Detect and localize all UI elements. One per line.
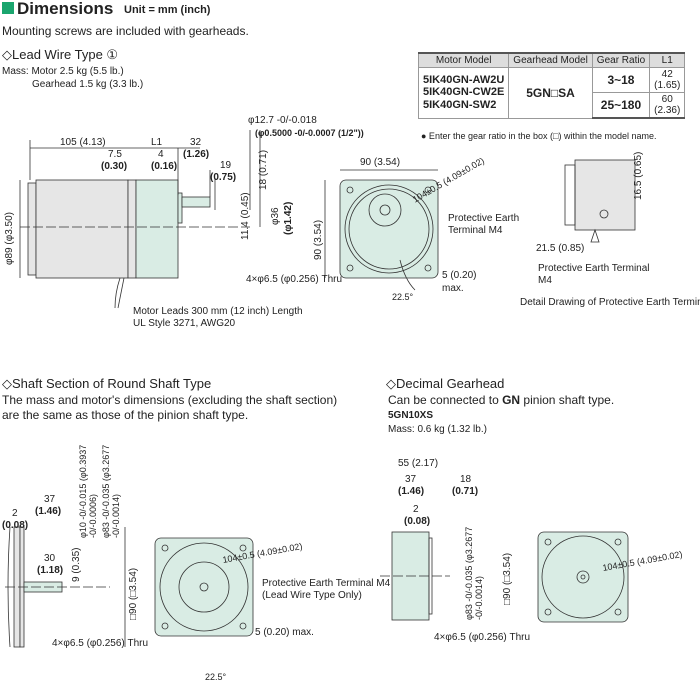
angle-label: 22.5°	[392, 292, 414, 302]
col-header: Gearhead Model	[508, 52, 593, 68]
shaft-desc-1: The mass and motor's dimensions (excludi…	[2, 393, 338, 407]
page-title: Dimensions	[17, 0, 114, 18]
dim-l1: L1	[151, 137, 163, 148]
shaft-dim-37-in: (1.46)	[35, 506, 62, 517]
mass-gearhead: Gearhead 1.5 kg (3.3 lb.)	[32, 79, 144, 90]
l1-value: 60(2.36)	[649, 92, 686, 119]
dim-105: 105 (4.13)	[60, 137, 106, 148]
dim-32: 32	[190, 137, 202, 148]
decimal-desc-post: pinion shaft type.	[520, 393, 615, 407]
shaft-dim-37: 37	[44, 494, 56, 505]
shaft-pe-1: Protective Earth Terminal M4	[262, 578, 391, 589]
dim-7-5: 7.5	[108, 149, 122, 160]
table-note: ● Enter the gear ratio in the box (□) wi…	[421, 131, 657, 141]
lead-wire-title: ◇Lead Wire Type ①	[2, 47, 119, 62]
dec-dim-83: φ83 -0/-0.035 (φ3.2677 -0/-0.0014)	[464, 526, 485, 620]
detail-drawing	[564, 159, 636, 243]
dim-5: 5 (0.20)	[442, 270, 477, 281]
dec-dim-37-in: (1.46)	[398, 486, 425, 497]
decimal-desc-pre: Can be connected to	[388, 393, 503, 407]
shaft-dim-83: φ83 -0/-0.035 (φ3.2677 -0/-0.0014)	[101, 444, 122, 538]
dec-dim-37: 37	[405, 474, 417, 485]
decimal-gearhead-title: ◇Decimal Gearhead	[386, 376, 505, 391]
shaft-dim-2: 2	[12, 508, 18, 519]
front-dim-90: 90 (3.54)	[360, 157, 401, 168]
front-dim-90-v: 90 (3.54)	[313, 219, 324, 260]
detail-pe-1: Protective Earth Terminal	[538, 263, 650, 274]
dec-dim-2-in: (0.08)	[404, 516, 431, 527]
dim-19-in: (0.75)	[210, 172, 237, 183]
shaft-dim-90: □90 (□3.54)	[128, 567, 139, 620]
dim-5-max: max.	[442, 283, 464, 294]
gearhead-model: 5GN□SA	[508, 67, 593, 119]
unit-label: Unit = mm (inch)	[124, 4, 211, 16]
dim-36: φ36	[270, 207, 281, 225]
round-shaft-view	[5, 526, 254, 648]
dim-19: 19	[220, 160, 232, 171]
shaft-desc-2: are the same as those of the pinion shaf…	[2, 408, 249, 422]
col-header: L1	[649, 52, 686, 68]
dim-36-in: (φ1.42)	[283, 201, 294, 235]
dim-7-5-in: (0.30)	[101, 161, 128, 172]
dec-dim-18-in: (0.71)	[452, 486, 479, 497]
motor-leads-label: Motor Leads 300 mm (12 inch) Length	[133, 306, 303, 317]
ul-style-label: UL Style 3271, AWG20	[133, 318, 236, 329]
decimal-desc: Can be connected to GN pinion shaft type…	[388, 393, 615, 408]
shaft-dim-2-in: (0.08)	[2, 520, 29, 531]
gear-ratio: 25~180	[591, 92, 651, 119]
shaft-dim-10: φ10 -0/-0.015 (φ0.3937 -0/-0.0006)	[78, 444, 99, 538]
decimal-gearhead-views	[380, 531, 629, 623]
detail-pe-2: M4	[538, 275, 552, 286]
dim-4-in: (0.16)	[151, 161, 178, 172]
shaft-pe-2: (Lead Wire Type Only)	[262, 590, 362, 601]
header-marker	[2, 2, 14, 14]
decimal-desc-bold: GN	[502, 393, 521, 407]
decimal-model: 5GN10XS	[388, 410, 434, 421]
l1-value: 42(1.65)	[649, 67, 686, 93]
decimal-mass: Mass: 0.6 kg (1.32 lb.)	[388, 424, 487, 435]
dec-holes: 4×φ6.5 (φ0.256) Thru	[434, 632, 531, 643]
shaft-section-title: ◇Shaft Section of Round Shaft Type	[2, 376, 212, 391]
dim-32-in: (1.26)	[183, 149, 210, 160]
dec-dim-2: 2	[413, 504, 419, 515]
holes-label: 4×φ6.5 (φ0.256) Thru	[246, 274, 343, 285]
dim-18: 18 (0.71)	[258, 149, 269, 190]
shaft-dim-9: 9 (0.35)	[71, 547, 82, 582]
shaft-dim-30-in: (1.18)	[37, 565, 64, 576]
detail-dim-21-5: 21.5 (0.85)	[536, 243, 585, 254]
pe-label-2: Terminal M4	[448, 225, 503, 236]
mounting-note: Mounting screws are included with gearhe…	[2, 24, 249, 38]
mass-motor: Mass: Motor 2.5 kg (5.5 lb.)	[2, 66, 124, 77]
shaft-tolerance: φ12.7 -0/-0.018	[248, 115, 317, 126]
motor-side-view	[19, 130, 261, 309]
dec-dim-18: 18	[460, 474, 472, 485]
shaft-dim-30: 30	[44, 553, 56, 564]
shaft-angle: 22.5°	[205, 672, 227, 682]
detail-dim-16-5: 16.5 (0.65)	[633, 151, 644, 200]
shaft-tolerance-in: (φ0.5000 -0/-0.0007 (1/2"))	[255, 128, 364, 138]
detail-caption: Detail Drawing of Protective Earth Termi…	[520, 297, 700, 308]
dec-dim-55: 55 (2.17)	[398, 458, 439, 469]
motor-model: 5IK40GN-AW2U	[423, 73, 505, 86]
col-header: Motor Model	[417, 52, 510, 68]
dec-dim-90: □90 (□3.54)	[502, 552, 513, 605]
pe-label-1: Protective Earth	[448, 213, 520, 224]
motor-model: 5IK40GN-SW2	[423, 99, 497, 112]
dim-4: 4	[158, 149, 164, 160]
dim-89: φ89 (φ3.50)	[4, 212, 15, 265]
shaft-dim-5: 5 (0.20) max.	[255, 627, 314, 638]
motor-model: 5IK40GN-CW2E	[423, 86, 505, 99]
motor-front-view	[324, 169, 439, 291]
shaft-holes: 4×φ6.5 (φ0.256) Thru	[52, 638, 149, 649]
gear-ratio: 3~18	[591, 67, 651, 93]
dim-11-4: 11.4 (0.45)	[240, 192, 251, 240]
col-header: Gear Ratio	[591, 52, 651, 68]
